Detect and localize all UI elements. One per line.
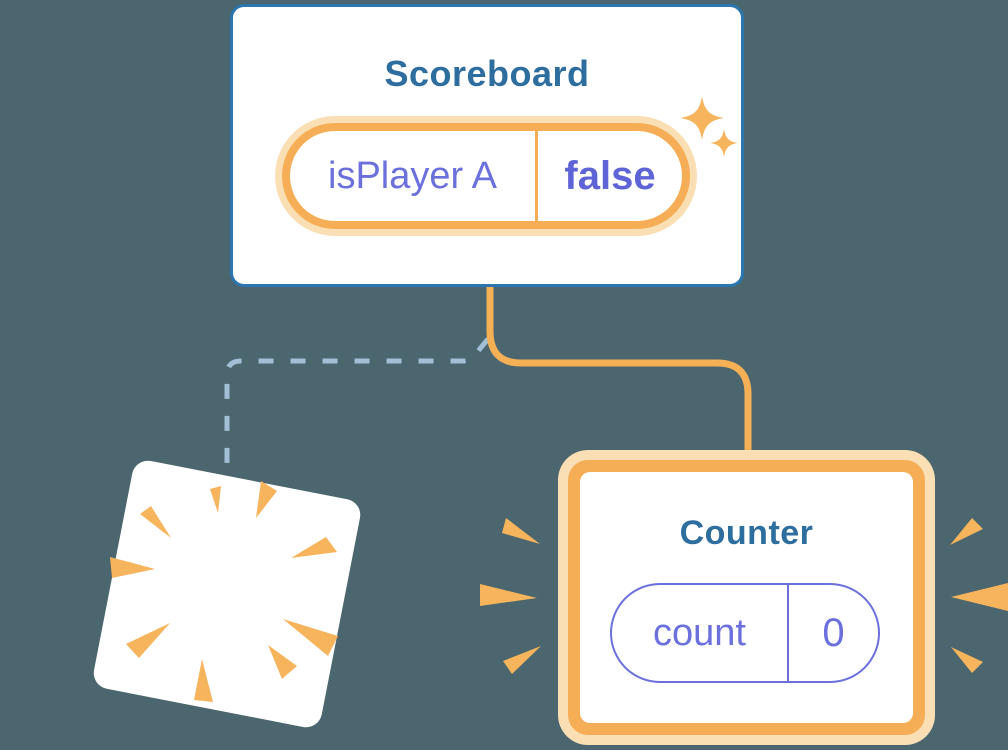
poof-burst-icon [110, 481, 338, 702]
scoreboard-state-pill: isPlayer A false [275, 116, 697, 236]
dashed-removed-connector [224, 337, 490, 463]
counter-title: Counter [679, 514, 814, 552]
emphasis-rays-left-icon [480, 518, 541, 674]
state-value: false [535, 131, 682, 221]
sparkles-icon [680, 96, 738, 157]
parent-child-connector [486, 286, 752, 460]
poof-card [93, 460, 361, 728]
counter-card: Counter count 0 [558, 450, 935, 745]
state-value: 0 [822, 610, 845, 655]
scoreboard-card: Scoreboard isPlayer A false [230, 4, 744, 287]
scoreboard-title: Scoreboard [384, 53, 590, 94]
emphasis-rays-right-icon [950, 518, 1008, 673]
counter-state-pill: count 0 [610, 583, 880, 683]
poof-card-body [93, 460, 361, 728]
state-key: count [612, 585, 789, 681]
state-key: isPlayer A [328, 154, 497, 197]
